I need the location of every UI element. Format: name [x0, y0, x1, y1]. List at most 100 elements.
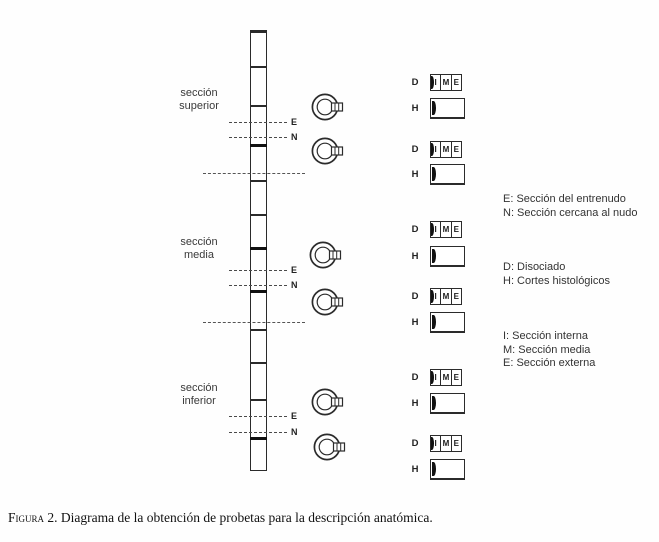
histologico-row: H — [409, 164, 465, 185]
strip-cell-externa: E — [452, 222, 461, 237]
legend-line: N: Sección cercana al nudo — [503, 206, 638, 219]
disociado-row: D I M E — [409, 435, 462, 452]
disociado-row: D I M E — [409, 221, 462, 238]
strip-cell-media: M — [441, 436, 452, 451]
histologico-row: H — [409, 393, 465, 414]
legend-line: H: Cortes histológicos — [503, 274, 610, 287]
strip-cell-externa: E — [452, 142, 461, 157]
wedge-mark — [431, 437, 434, 450]
cut-letter-e: E — [291, 117, 298, 127]
histologico-label: H — [411, 103, 419, 114]
culm-node — [250, 214, 267, 216]
cut-line-entrenudo — [229, 270, 287, 271]
figure-caption-label: Figura 2. — [8, 510, 58, 525]
legend-line: I: Sección interna — [503, 330, 588, 342]
culm-node — [250, 180, 267, 182]
cut-letter-n: N — [291, 132, 298, 142]
ime-strip-box: I M E — [430, 288, 462, 305]
culm-cross-section-icon — [311, 388, 344, 416]
culm-node — [250, 66, 267, 68]
disociado-label: D — [411, 77, 419, 88]
culm-node — [250, 399, 267, 401]
histo-box — [430, 312, 465, 333]
ime-strip-box: I M E — [430, 74, 462, 91]
culm-cross-section-icon — [309, 241, 342, 269]
section-label-inferior: sección inferior — [166, 382, 232, 408]
wedge-mark — [431, 371, 434, 384]
wedge-mark — [431, 143, 434, 156]
wedge-mark — [431, 290, 434, 303]
cut-line-nudo — [229, 137, 287, 138]
strip-cell-media: M — [441, 142, 452, 157]
wedge-mark — [432, 249, 436, 263]
cut-letter-n: N — [291, 280, 298, 290]
strip-cell-externa: E — [452, 75, 461, 90]
strip-cell-label: I — [434, 78, 437, 87]
strip-cell-media: M — [441, 75, 452, 90]
histo-box — [430, 393, 465, 414]
legend-line: D: Disociado — [503, 261, 566, 273]
section-label-line: media — [184, 249, 214, 261]
strip-cell-label: I — [434, 225, 437, 234]
section-label-line: superior — [179, 100, 219, 112]
wedge-mark — [432, 101, 436, 115]
strip-cell-label: M — [442, 78, 450, 87]
section-label-superior: sección superior — [166, 87, 232, 113]
strip-cell-label: I — [434, 292, 437, 301]
culm-cross-section-icon — [311, 288, 344, 316]
histologico-row: H — [409, 459, 465, 480]
culm-node — [250, 105, 267, 107]
ime-strip-box: I M E — [430, 369, 462, 386]
culm-node — [250, 329, 267, 331]
cut-line-nudo — [229, 285, 287, 286]
strip-cell-label: I — [434, 373, 437, 382]
strip-cell-externa: E — [452, 436, 461, 451]
strip-cell-interna: I — [431, 436, 442, 451]
figure-caption-text: Diagrama de la obtención de probetas par… — [57, 510, 433, 525]
legend-group-sample-types: D: Disociado H: Cortes histológicos — [503, 261, 610, 288]
disociado-label: D — [411, 224, 419, 235]
strip-cell-label: M — [442, 373, 450, 382]
culm-node — [250, 362, 267, 364]
wedge-mark — [431, 223, 434, 236]
strip-cell-label: I — [434, 439, 437, 448]
wedge-mark — [432, 167, 436, 181]
wedge-mark — [432, 462, 436, 476]
bamboo-culm — [250, 30, 267, 471]
strip-cell-label: M — [442, 225, 450, 234]
histo-box — [430, 164, 465, 185]
strip-cell-interna: I — [431, 75, 442, 90]
culm-cross-section-icon — [311, 93, 344, 121]
disociado-row: D I M E — [409, 74, 462, 91]
disociado-label: D — [411, 144, 419, 155]
wedge-mark — [432, 396, 436, 410]
strip-cell-externa: E — [452, 289, 461, 304]
legend-line: E: Sección externa — [503, 357, 596, 369]
strip-cell-label: E — [453, 439, 459, 448]
histologico-label: H — [411, 398, 419, 409]
legend-group-strip-sections: I: Sección interna M: Sección media E: S… — [503, 330, 595, 371]
legend-line: M: Sección media — [503, 343, 591, 356]
cut-letter-n: N — [291, 427, 298, 437]
strip-cell-label: E — [453, 292, 459, 301]
cut-line-entrenudo — [229, 122, 287, 123]
culm-node — [250, 144, 267, 147]
strip-cell-label: M — [442, 439, 450, 448]
histologico-row: H — [409, 98, 465, 119]
strip-cell-label: E — [453, 373, 459, 382]
histologico-row: H — [409, 312, 465, 333]
cut-letter-e: E — [291, 265, 298, 275]
ime-strip-box: I M E — [430, 221, 462, 238]
histo-box — [430, 459, 465, 480]
disociado-row: D I M E — [409, 288, 462, 305]
wedge-mark — [432, 315, 436, 329]
strip-cell-label: E — [453, 225, 459, 234]
strip-cell-media: M — [441, 222, 452, 237]
disociado-row: D I M E — [409, 369, 462, 386]
culm-cross-section-icon — [313, 433, 346, 461]
strip-cell-label: I — [434, 145, 437, 154]
section-label-line: sección — [180, 236, 218, 248]
culm-node — [250, 290, 267, 293]
histologico-row: H — [409, 246, 465, 267]
